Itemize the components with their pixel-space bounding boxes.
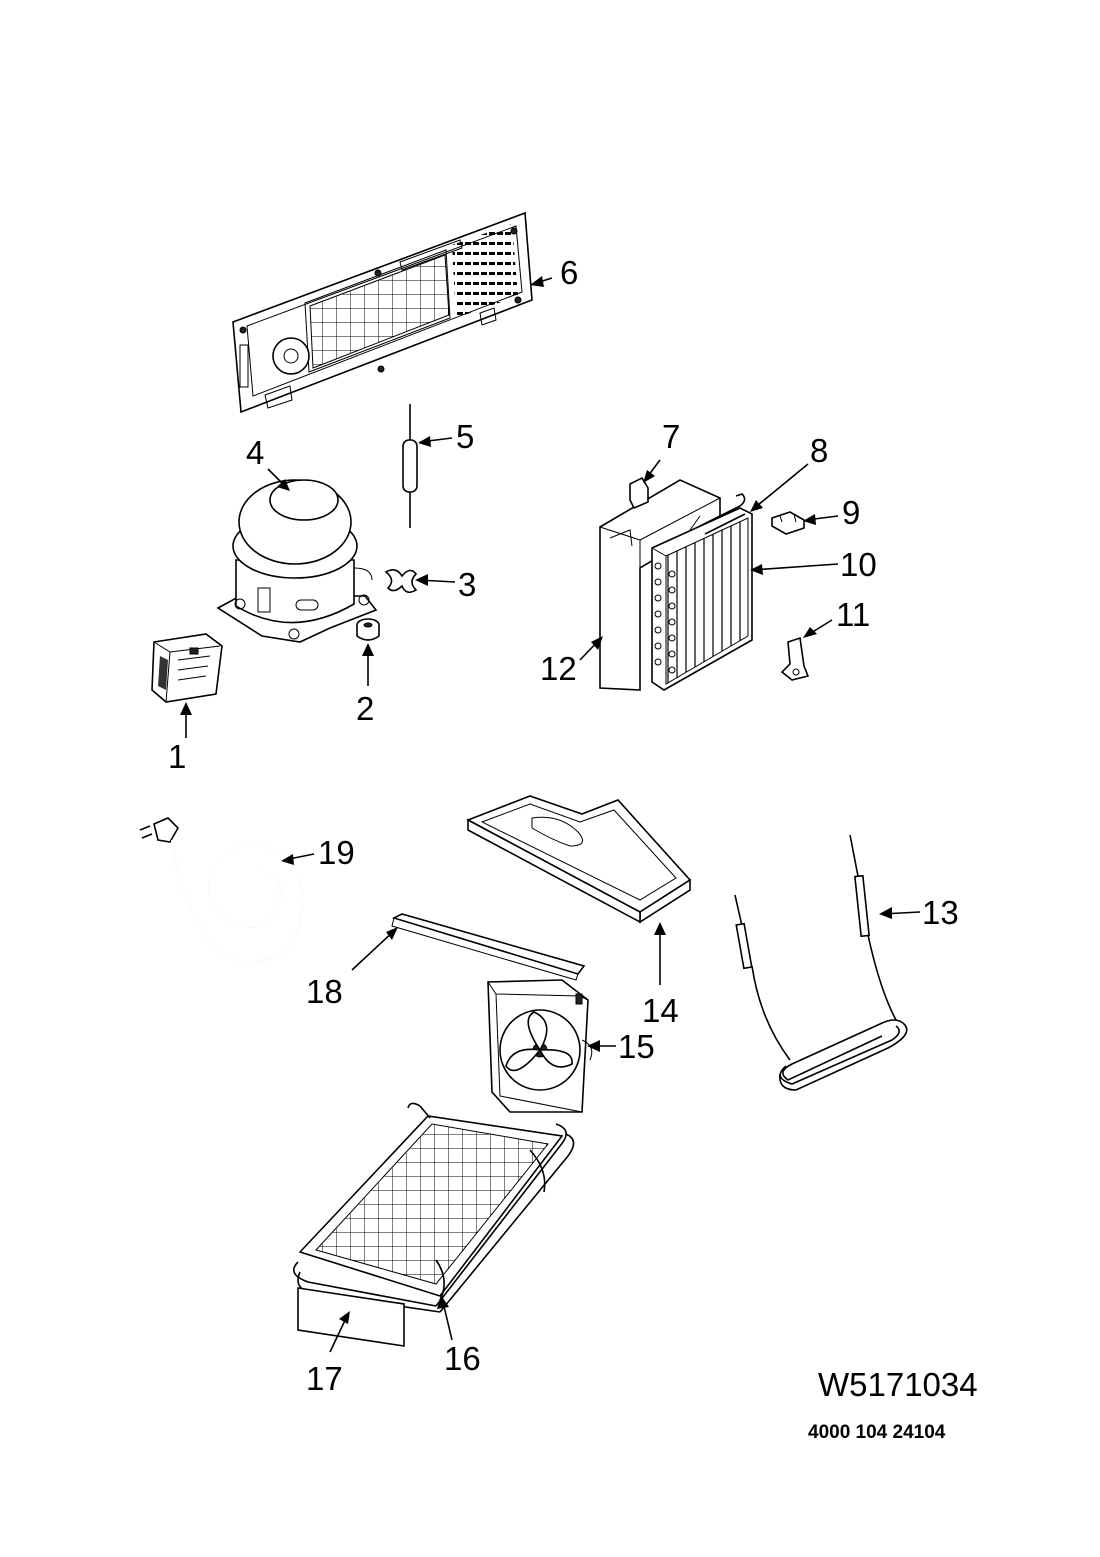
leader-17 (329, 1311, 350, 1353)
callout-3: 3 (458, 566, 476, 603)
part-16-condenser (292, 1102, 575, 1313)
callout-6: 6 (560, 254, 578, 291)
leader-4 (267, 468, 290, 491)
leader-14 (654, 922, 666, 985)
callout-13: 13 (922, 894, 959, 931)
evaporator-tubes (654, 562, 676, 674)
callout-16: 16 (444, 1340, 481, 1377)
part-3-clip (384, 568, 418, 594)
callout-19: 19 (318, 834, 355, 871)
callout-2: 2 (356, 690, 374, 727)
callout-10: 10 (840, 546, 877, 583)
callout-11: 11 (836, 596, 870, 633)
part-19-power-cord (139, 817, 304, 964)
callout-4: 4 (246, 434, 264, 471)
callout-17: 17 (306, 1360, 343, 1397)
leader-3 (415, 574, 456, 586)
callout-8: 8 (810, 432, 828, 469)
diagram-code: W5171034 (818, 1366, 978, 1403)
part-11-bracket (780, 636, 810, 681)
part-number: 4000 104 24104 (808, 1422, 946, 1443)
part-14-drip-tray (466, 795, 692, 924)
part-8-capillary (689, 493, 746, 535)
leader-6 (530, 276, 553, 287)
leader-12 (579, 636, 603, 661)
callout-14: 14 (642, 992, 679, 1029)
callout-7: 7 (662, 418, 680, 455)
leader-2 (362, 643, 374, 686)
part-13-heater (734, 834, 908, 1091)
callout-15: 15 (618, 1028, 655, 1065)
leader-5 (418, 436, 453, 447)
part-4-compressor (216, 479, 378, 643)
leader-18 (351, 927, 398, 971)
leader-16 (437, 1295, 453, 1341)
part-5-filter-drier (402, 404, 418, 528)
leader-15 (587, 1040, 616, 1052)
callout-1: 1 (168, 738, 186, 775)
leader-9 (803, 514, 839, 525)
callout-5: 5 (456, 418, 474, 455)
leader-1 (180, 702, 192, 738)
leader-11 (803, 619, 833, 638)
callout-18: 18 (306, 973, 343, 1010)
part-18-strip (391, 913, 586, 981)
part-10-evaporator (651, 507, 753, 691)
part-2-grommet (356, 618, 380, 641)
leader-8 (750, 463, 809, 512)
leader-10 (750, 563, 839, 575)
part-15-fan (487, 979, 593, 1113)
callout-9: 9 (842, 494, 860, 531)
leader-19 (281, 853, 315, 865)
leader-13 (879, 907, 921, 919)
leader-7 (643, 459, 661, 483)
callout-12: 12 (540, 650, 577, 687)
part-1-relay (151, 633, 223, 703)
part-7-clip (629, 476, 649, 510)
part-6-back-panel (232, 211, 533, 414)
part-17-plate (297, 1287, 405, 1347)
part-9-clip (771, 511, 805, 535)
